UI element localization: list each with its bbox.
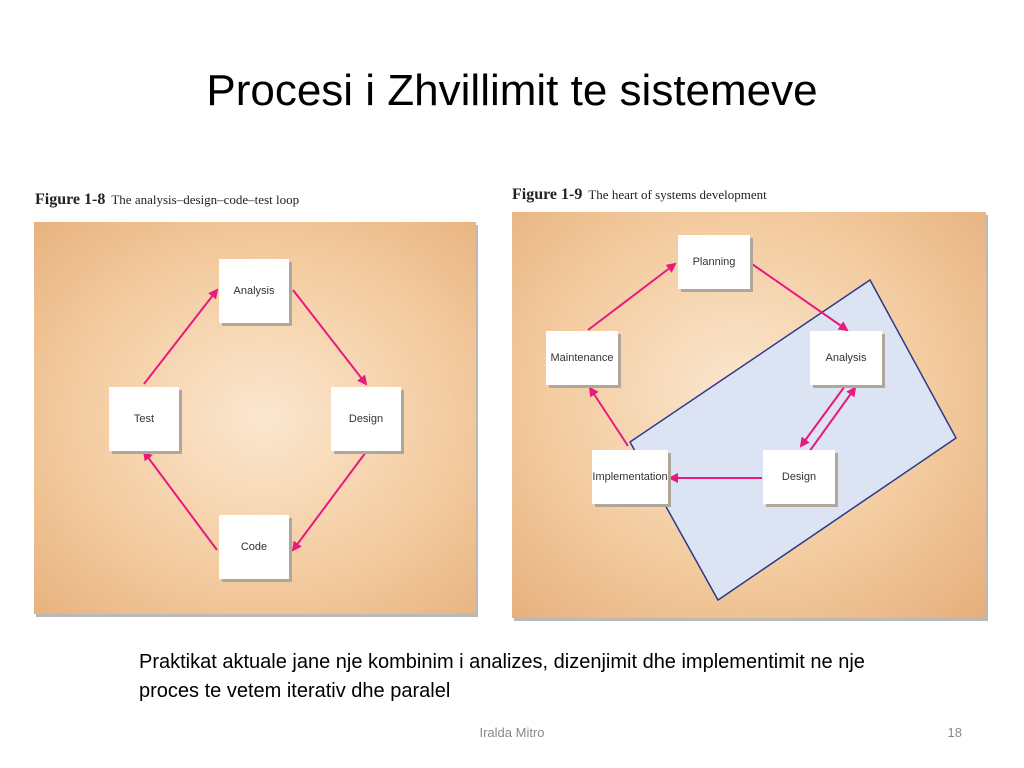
- figure2-diagram: Planning Analysis Design Implementation …: [512, 212, 986, 618]
- page-number: 18: [947, 725, 962, 740]
- arrow-planning-to-analysis: [751, 263, 849, 332]
- arrow-analysis-to-design: [799, 385, 846, 448]
- arrow-analysis-to-design: [292, 289, 368, 386]
- arrow-code-to-test: [142, 450, 218, 551]
- figure1-caption: Figure 1-8 The analysis–design–code–test …: [35, 191, 299, 209]
- figure1-caption-text: The analysis–design–code–test loop: [111, 192, 300, 207]
- slide-title: Procesi i Zhvillimit te sistemeve: [206, 66, 818, 115]
- arrow-design-to-analysis: [808, 386, 857, 453]
- arrow-test-to-analysis: [143, 288, 219, 385]
- slide-body-text: Praktikat aktuale jane nje kombinim i an…: [139, 651, 865, 702]
- node-planning: Planning: [678, 235, 750, 289]
- figure2-caption: Figure 1-9 The heart of systems developme…: [512, 186, 767, 204]
- node-analysis-2: Analysis: [810, 331, 882, 385]
- arrow-maintenance-to-planning: [587, 262, 677, 331]
- footer-author: Iralda Mitro: [479, 725, 545, 740]
- arrow-implementation-to-maintenance: [588, 386, 629, 447]
- node-design-2: Design: [763, 450, 835, 504]
- figure1-arrows: [142, 288, 368, 552]
- node-design: Design: [331, 387, 401, 451]
- figure2-number: Figure 1-9: [512, 186, 583, 203]
- node-test: Test: [109, 387, 179, 451]
- highlight-region: [629, 278, 957, 602]
- figure1-diagram: Analysis Design Code Test: [34, 222, 476, 614]
- figure2-caption-text: The heart of systems development: [588, 187, 767, 202]
- node-maintenance: Maintenance: [546, 331, 618, 385]
- node-analysis: Analysis: [219, 259, 289, 323]
- figure1-number: Figure 1-8: [35, 191, 106, 208]
- node-code: Code: [219, 515, 289, 579]
- node-implementation: Implementation: [592, 450, 668, 504]
- arrow-design-to-code: [291, 451, 367, 552]
